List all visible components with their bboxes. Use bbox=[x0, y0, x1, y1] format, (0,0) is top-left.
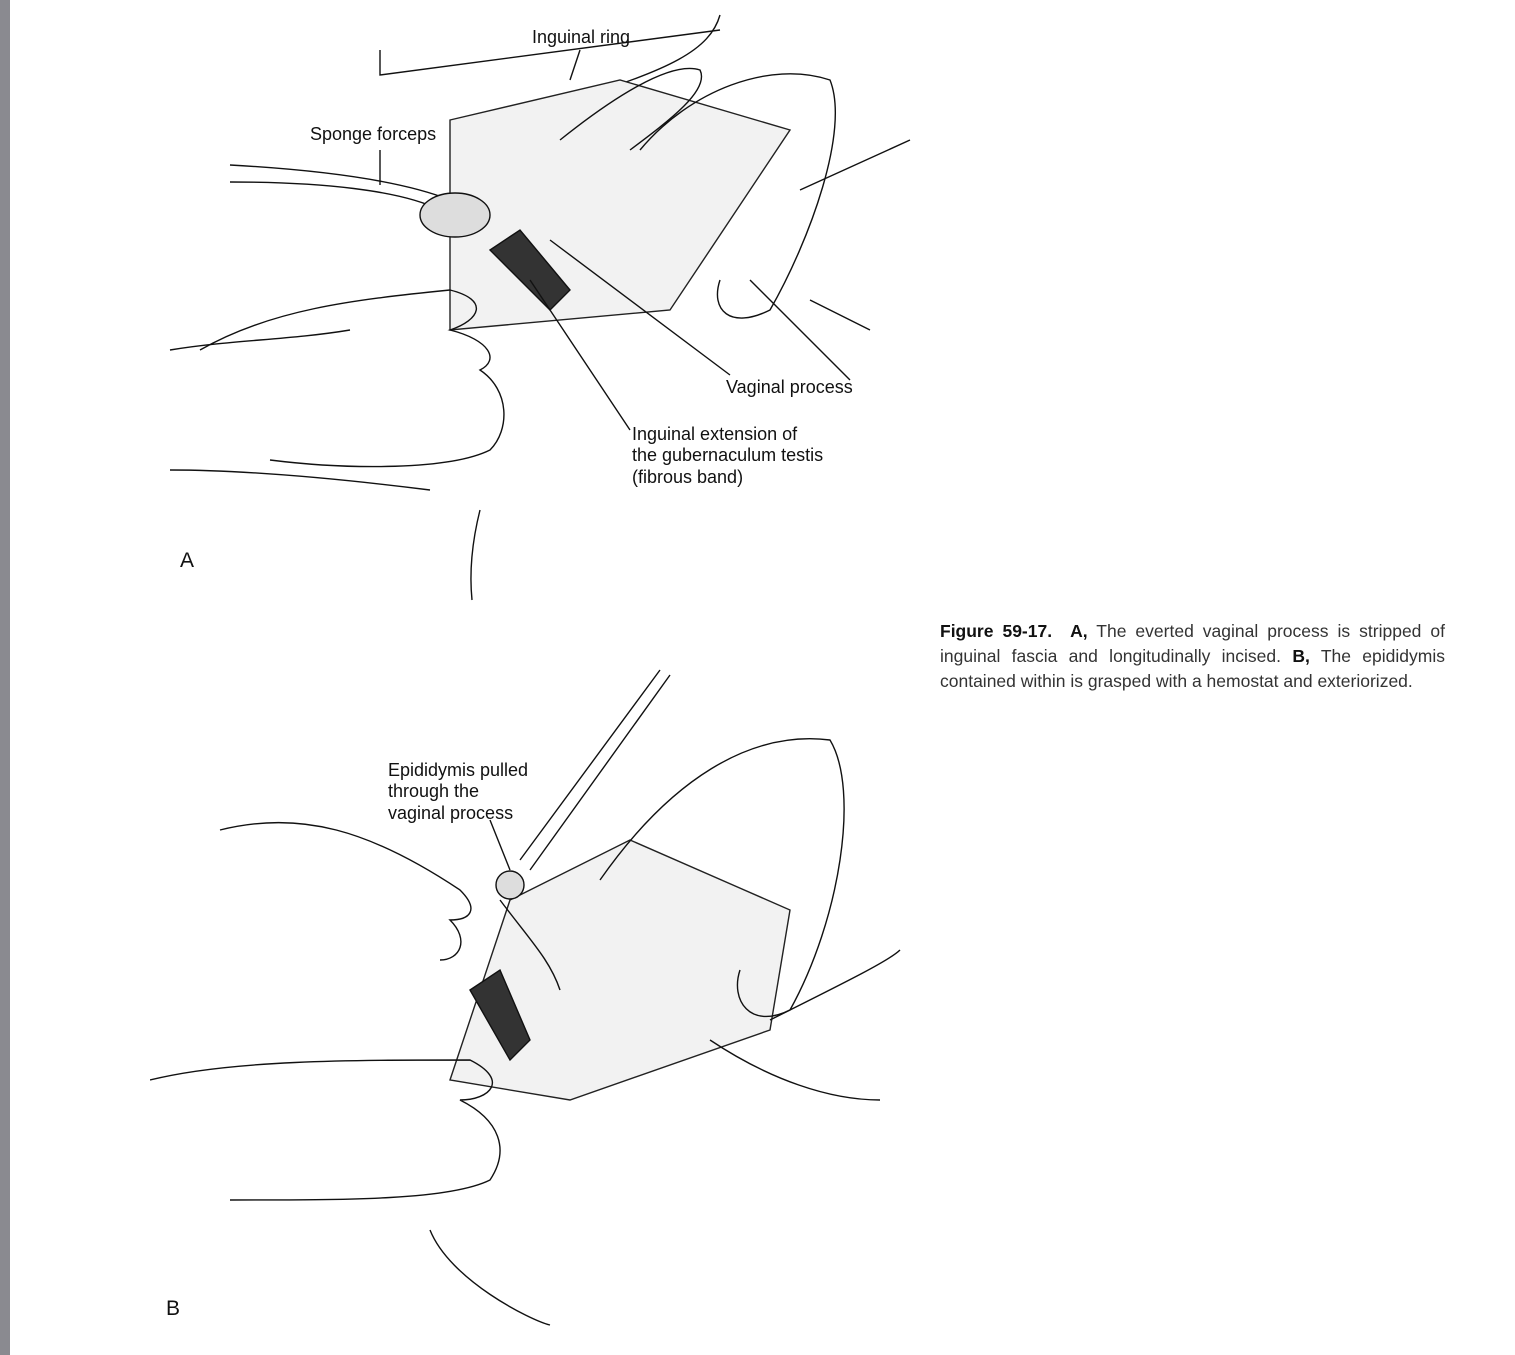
figure-caption: Figure 59-17. A, The everted vaginal pro… bbox=[940, 619, 1445, 694]
figure-number: Figure 59-17. bbox=[940, 621, 1053, 641]
surgical-illustration-a bbox=[169, 14, 911, 601]
label-epididymis-3: vaginal process bbox=[388, 803, 514, 823]
label-gubernaculum-1: Inguinal extension of bbox=[632, 424, 798, 444]
panel-letter-b: B bbox=[166, 1297, 181, 1320]
label-gubernaculum-3: (fibrous band) bbox=[632, 467, 744, 487]
surgical-illustration-b bbox=[150, 669, 901, 1326]
label-gubernaculum-2: the gubernaculum testis bbox=[632, 445, 824, 465]
caption-part-a-text: The everted vaginal process is stripped … bbox=[940, 621, 1445, 666]
caption-part-b-text: The epididymis contained within is grasp… bbox=[940, 646, 1445, 691]
label-epididymis-1: Epididymis pulled bbox=[388, 760, 529, 780]
figure-a-illustration: Inguinal ring Sponge forceps Vaginal pro… bbox=[150, 10, 930, 610]
caption-part-b-marker: B, bbox=[1292, 646, 1310, 666]
viewer-left-edge bbox=[0, 0, 10, 1355]
caption-part-a-marker: A, bbox=[1070, 621, 1088, 641]
figure-b-illustration: Epididymis pulled through the vaginal pr… bbox=[150, 660, 930, 1340]
label-sponge-forceps: Sponge forceps bbox=[310, 124, 437, 144]
label-inguinal-ring: Inguinal ring bbox=[532, 27, 631, 47]
label-epididymis-2: through the bbox=[388, 781, 480, 801]
panel-letter-a: A bbox=[180, 549, 195, 572]
label-vaginal-process: Vaginal process bbox=[726, 377, 853, 397]
